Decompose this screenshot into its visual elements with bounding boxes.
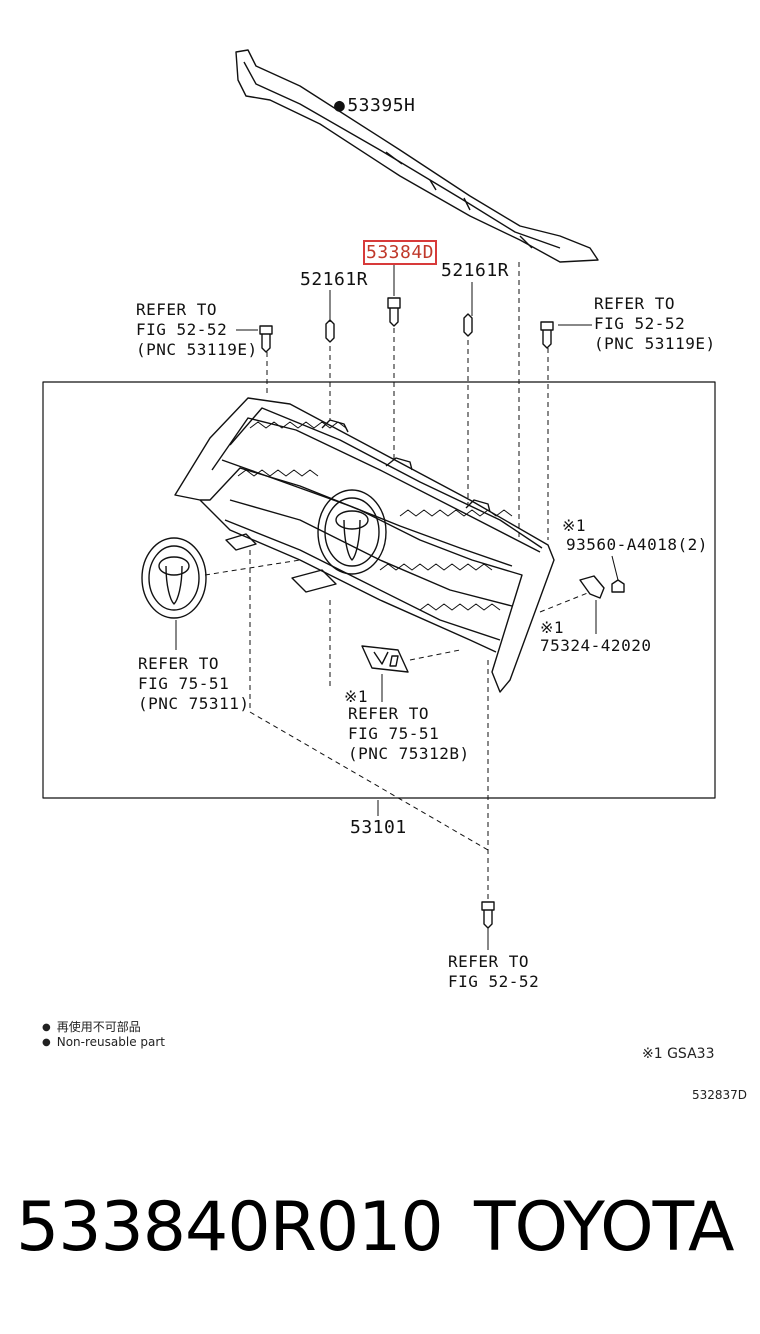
leader-solid-lines xyxy=(175,264,619,950)
refer-right-line-2: FIG 52-52 xyxy=(594,314,686,333)
refer-left-line-3: (PNC 53119E) xyxy=(136,340,258,359)
legend-jp-text: 再使用不可部品 xyxy=(56,1020,141,1034)
refer-emblem-line-2: FIG 75-51 xyxy=(138,674,230,693)
refer-bottom-line-1: REFER TO xyxy=(448,952,530,971)
refer-left-line-1: REFER TO xyxy=(136,300,218,319)
callout-screw: 93560-A4018(2) xyxy=(566,535,708,554)
refer-right-line-3: (PNC 53119E) xyxy=(594,334,716,353)
callout-clip-left: 52161R xyxy=(300,269,369,290)
footer-part-number: 533840R010 xyxy=(16,1188,444,1267)
legend-en: Non-reusable part xyxy=(42,1035,165,1049)
refer-v6: REFER TO FIG 75-51 (PNC 75312B) xyxy=(348,704,470,764)
legend-jp: 再使用不可部品 xyxy=(42,1018,141,1035)
callout-upper-seal: 53395H xyxy=(334,96,415,116)
upper-seal-part-number: 53395H xyxy=(347,95,416,116)
v6-badge-drawing xyxy=(361,645,409,673)
refer-v6-line-1: REFER TO xyxy=(348,704,430,723)
fastener-drawings xyxy=(259,297,625,929)
callout-bracket: 75324-42020 xyxy=(540,636,652,655)
refer-bottom-line-2: FIG 52-52 xyxy=(448,972,540,991)
radiator-grille-drawing xyxy=(174,397,555,693)
highlighted-part-number[interactable]: 53384D xyxy=(363,240,438,265)
callout-clip-right: 52161R xyxy=(441,260,510,281)
legend-en-text: Non-reusable part xyxy=(56,1035,166,1049)
diagram-id: 532837D xyxy=(692,1088,748,1102)
legend-footnote: ※1 GSA33 xyxy=(642,1046,715,1062)
refer-right: REFER TO FIG 52-52 (PNC 53119E) xyxy=(594,294,716,354)
refer-emblem-line-3: (PNC 75311) xyxy=(138,694,250,713)
refer-v6-line-2: FIG 75-51 xyxy=(348,724,440,743)
callout-highlighted-part[interactable]: 53384D xyxy=(363,240,438,265)
screw-note: ※1 xyxy=(562,516,587,535)
leader-dashed-lines xyxy=(204,262,591,900)
grille-assembly-frame xyxy=(42,381,716,799)
refer-emblem: REFER TO FIG 75-51 (PNC 75311) xyxy=(138,654,249,714)
refer-right-line-1: REFER TO xyxy=(594,294,676,313)
bracket-note: ※1 xyxy=(540,618,565,637)
refer-emblem-line-1: REFER TO xyxy=(138,654,220,673)
upper-seal-drawing xyxy=(235,49,599,263)
callout-grille: 53101 xyxy=(350,817,407,838)
refer-left: REFER TO FIG 52-52 (PNC 53119E) xyxy=(136,300,258,360)
footer-brand: TOYOTA xyxy=(474,1188,734,1267)
toyota-emblem-drawing xyxy=(141,537,207,619)
refer-v6-line-3: (PNC 75312B) xyxy=(348,744,470,763)
refer-left-line-2: FIG 52-52 xyxy=(136,320,228,339)
refer-bottom: REFER TO FIG 52-52 xyxy=(448,952,539,992)
v6-note: ※1 xyxy=(344,687,369,706)
